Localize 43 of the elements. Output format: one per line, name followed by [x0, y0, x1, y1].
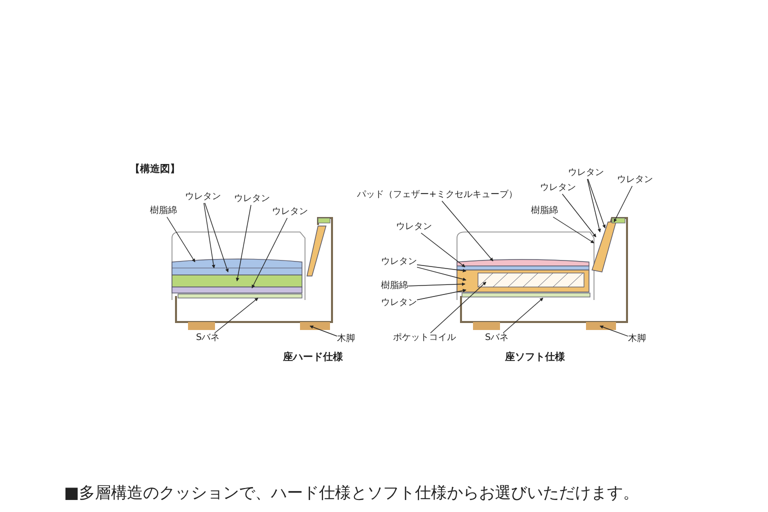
sub-caption: 座ソフト仕様	[505, 352, 565, 364]
callout-label: ウレタン	[396, 222, 432, 233]
leader-line	[204, 202, 216, 268]
leader-line	[236, 204, 252, 282]
callout-label: ウレタン	[272, 207, 308, 218]
leader-line	[588, 178, 606, 228]
sub-caption: 座ハード仕様	[283, 352, 343, 364]
leader-line	[252, 218, 288, 288]
section-heading: 【構造図】	[130, 164, 180, 176]
callout-label: Sバネ	[196, 333, 220, 344]
callout-label: ウレタン	[381, 298, 417, 309]
leader-line	[416, 266, 466, 281]
callout-label: ウレタン	[234, 194, 270, 205]
callout-label: ウレタン	[381, 257, 417, 268]
callout-label: 樹脂綿	[531, 206, 558, 217]
leader-line	[420, 232, 466, 268]
leader-line	[408, 282, 466, 286]
leader-line	[502, 298, 544, 334]
leader-line	[166, 216, 196, 262]
leader-line	[204, 202, 229, 272]
leader-line	[552, 216, 594, 244]
callout-label: 樹脂綿	[150, 206, 177, 217]
leader-line	[214, 298, 258, 334]
callout-label: パッド（フェザー+ミクセルキューブ）	[357, 190, 518, 201]
leader-line	[430, 282, 486, 334]
callout-label: ウレタン	[540, 183, 576, 194]
callout-label: 木脚	[337, 334, 355, 345]
callout-label: 木脚	[628, 334, 646, 345]
callout-label: ウレタン	[185, 192, 221, 203]
callout-label: ポケットコイル	[393, 333, 456, 344]
callout-label: ウレタン	[617, 175, 653, 186]
leader-line	[416, 288, 466, 300]
callout-label: ウレタン	[568, 168, 604, 179]
callout-label: 樹脂綿	[381, 281, 408, 292]
callout-label: Sバネ	[485, 333, 509, 344]
leader-line	[586, 178, 601, 232]
leader-line	[442, 200, 494, 262]
leader-line	[416, 264, 466, 272]
leader-line	[310, 325, 338, 336]
leader-line	[600, 325, 628, 337]
leader-line	[614, 186, 633, 222]
leader-line	[562, 194, 596, 238]
caption-text: ■多層構造のクッションで、ハード仕様とソフト仕様からお選びいただけます。	[64, 484, 640, 502]
